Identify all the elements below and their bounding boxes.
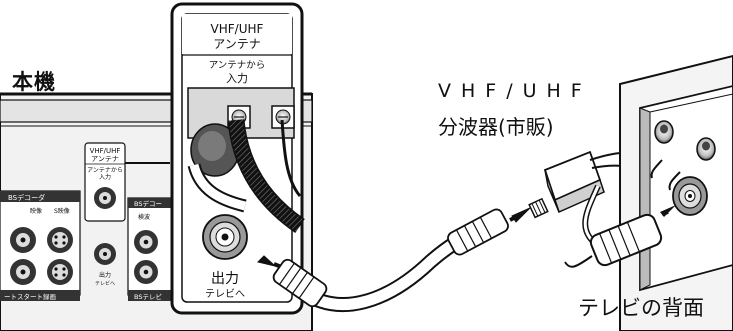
panel-input-label-line1: アンテナから: [87, 167, 123, 174]
arrow-to-output-jack: [257, 255, 277, 267]
panel-bs-decoder-left: BSデコーダ: [8, 193, 45, 202]
tv-back-label: テレビの背面: [578, 296, 704, 320]
panel-video-label: 映像: [30, 207, 42, 215]
callout-output-label-line2: テレビへ: [205, 288, 245, 300]
coax-plug-right: [447, 208, 509, 256]
panel-video-jack: [10, 227, 36, 253]
panel-antenna-input-jack: [94, 187, 116, 209]
terminal-screw-right: [275, 109, 291, 125]
callout-output-label-line1: 出力: [211, 271, 239, 287]
callout-input-label-line1: アンテナから: [209, 60, 266, 71]
callout-header-line2: アンテナ: [213, 37, 261, 51]
panel-antenna-output-jack: [94, 243, 116, 265]
tv-coax-plug: [564, 213, 663, 268]
panel-antenna-header-line2: アンテナ: [91, 155, 119, 163]
panel-detect-label: 検波: [138, 213, 150, 221]
tv-vhf-terminal-screw-2: [696, 137, 716, 161]
callout-header-line1: VHF/UHF: [211, 22, 264, 36]
coax-plug-left: [272, 258, 328, 308]
callout-output-jack: [202, 214, 248, 260]
panel-antenna-header-line1: VHF/UHF: [90, 147, 121, 155]
panel-detect-jack: [134, 230, 158, 254]
feeder-ribbon-cable: [227, 119, 305, 234]
antenna-input-plug: [187, 123, 247, 213]
tv-uhf-input-jack: [672, 176, 708, 216]
tv-rear-panel: [564, 54, 733, 331]
panel-s-video-jack: [47, 227, 73, 253]
splitter-label-line2: 分波器(市販): [438, 115, 554, 139]
splitter-label-line1: VHF/UHF: [438, 80, 592, 102]
panel-video-jack-2: [10, 259, 36, 285]
panel-s-video-jack-2: [47, 259, 73, 285]
arrow-to-splitter: [511, 207, 531, 223]
antenna-terminal-callout: VHF/UHF アンテナ アンテナから 入力: [170, 2, 305, 315]
panel-input-label-line2: 入力: [99, 173, 111, 181]
tv-vhf-terminal-screw: [654, 120, 674, 144]
callout-input-label-line2: 入力: [226, 72, 248, 85]
panel-start-rec-label: ートスタート録画: [4, 292, 56, 301]
panel-output-label-line2: テレビへ: [95, 280, 115, 287]
panel-detect-jack-2: [134, 260, 158, 284]
panel-s-video-label: S映像: [54, 207, 70, 215]
panel-bs-tele-label: BSテレビ: [134, 292, 162, 301]
panel-bs-decoder-right: BSデコー: [134, 199, 162, 208]
panel-output-label-line1: 出力: [99, 271, 111, 279]
recorder-label: 本機: [12, 70, 56, 94]
